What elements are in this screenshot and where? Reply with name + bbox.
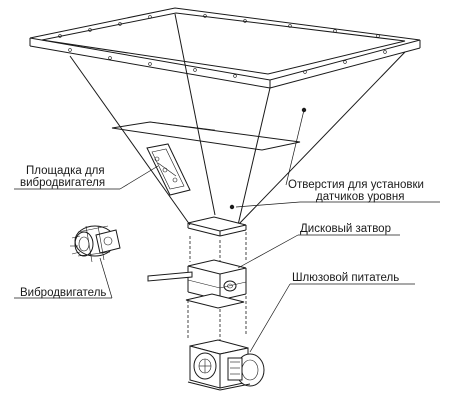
label-vibro-motor: Вибродвигатель	[20, 287, 106, 299]
vibro-platform	[146, 143, 191, 196]
disc-gate	[147, 259, 247, 301]
leader-lines	[14, 109, 440, 353]
label-vibro-platform-line2: вибродвигателя	[20, 177, 105, 189]
hopper-top-frame	[29, 7, 421, 89]
label-vibro-platform-line1: Площадка для	[26, 165, 105, 177]
lower-pipe-section	[185, 293, 247, 344]
airlock-feeder	[187, 339, 265, 391]
frame-bolt-holes	[58, 14, 387, 78]
label-sensor-holes-line2: датчиков уровня	[316, 191, 405, 203]
hopper-funnel	[69, 13, 406, 237]
vibro-motor-drawing	[70, 225, 121, 263]
label-disc-gate: Дисковый затвор	[300, 223, 391, 235]
label-sensor-holes-line1: Отверстия для установки	[288, 179, 424, 191]
label-airlock-feeder: Шлюзовой питатель	[292, 272, 399, 284]
sensor-hole-lower	[229, 204, 235, 210]
